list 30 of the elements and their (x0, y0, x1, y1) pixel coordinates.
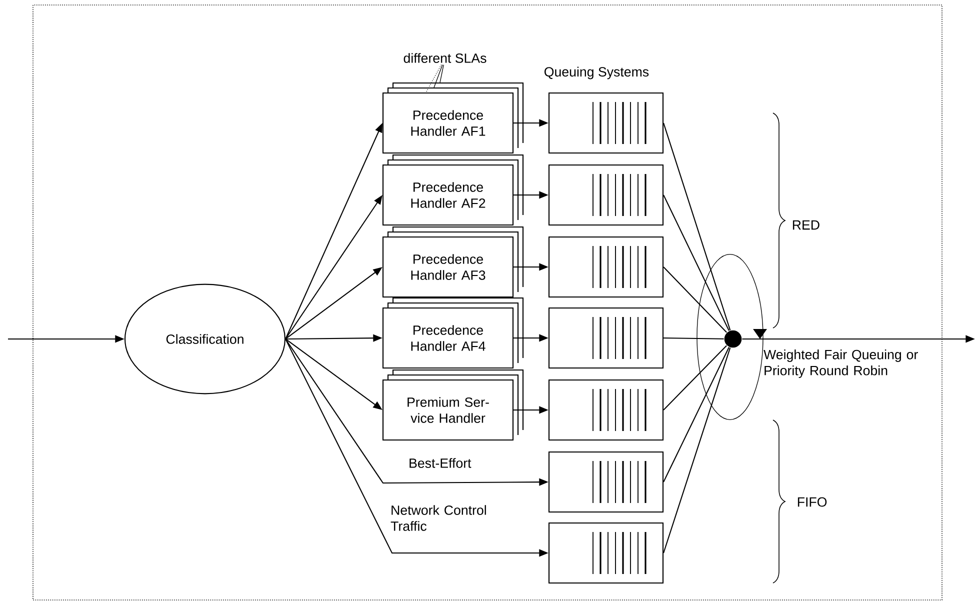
handler-box: Precedence Handler AF3 (382, 226, 524, 298)
leader-line (434, 64, 443, 88)
handler-box: Precedence Handler AF2 (382, 154, 524, 226)
annotation-text: FIFO (798, 497, 827, 507)
connector-line (663, 122, 731, 330)
queue-box (548, 92, 664, 154)
queue-box (548, 451, 664, 513)
handler-box: Precedence Handler AF1 (382, 82, 524, 154)
connector-line (663, 194, 730, 331)
annotation-text: RED (792, 220, 820, 230)
edge-label: Network Control Traffic (390, 505, 486, 531)
scheduler-label: Weighted Fair Queuing or Priority Round Robin (764, 350, 918, 378)
queue-box (548, 236, 664, 298)
connector-line (664, 337, 724, 340)
connector-line (663, 266, 727, 333)
queue-box (548, 522, 664, 584)
edge-label: Best-Effort (410, 458, 472, 468)
handler-box: Precedence Handler AF4 (382, 297, 524, 369)
handler-box: Premium Ser- vice Handler (382, 369, 524, 441)
queue-box (548, 307, 664, 369)
annotation-text: Queuing Systems (544, 66, 649, 80)
leader-line (426, 64, 442, 93)
leader-line (440, 64, 444, 83)
connector-line (663, 345, 727, 410)
connector-line (663, 347, 730, 482)
annotation-text: different SLAs (404, 53, 486, 63)
connector-line (663, 348, 731, 554)
queue-box (548, 379, 664, 441)
merge-dot (724, 330, 742, 348)
queue-box (548, 164, 664, 226)
